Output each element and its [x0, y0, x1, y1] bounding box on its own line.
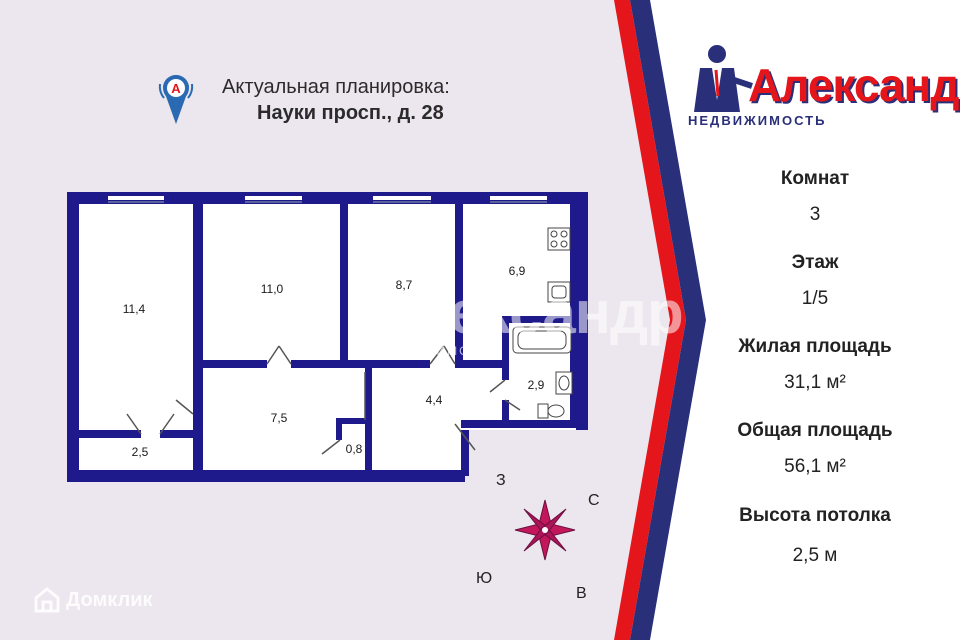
red-stripe: [614, 0, 686, 640]
info-living-area: Жилая площадь 31,1 м²: [690, 336, 940, 394]
info-ceiling-label: Высота потолка: [739, 505, 891, 526]
floor-plan: 11,4 11,0 8,7 6,9 2,9 4,4 7,5 0,8 2,5: [67, 192, 589, 482]
blue-stripe: [630, 0, 706, 640]
room-label-11-4: 11,4: [123, 302, 146, 316]
plan-address: Науки просп., д. 28: [257, 102, 444, 124]
info-ceiling-value: 2,5 м: [792, 545, 838, 566]
compass-north: С: [588, 492, 600, 509]
compass-east: В: [576, 585, 587, 602]
info-floor: Этаж 1/5: [690, 252, 940, 310]
room-label-0-8: 0,8: [346, 442, 363, 456]
compass-rose-icon: [514, 499, 576, 561]
info-living-value: 31,1 м²: [784, 372, 846, 393]
brand-logo-name: Александр: [748, 59, 960, 111]
room-label-11-0: 11,0: [261, 282, 284, 296]
domclick-house-icon: [34, 587, 60, 613]
room-label-2-5: 2,5: [132, 445, 149, 459]
info-total-label: Общая площадь: [737, 420, 893, 441]
domclick-brand: Домклик: [66, 588, 153, 611]
washbasin-icon: [555, 371, 573, 395]
interior-walls: [79, 204, 576, 470]
brand-logo-subtitle: НЕДВИЖИМОСТЬ: [688, 113, 827, 128]
logo-figure-icon: [694, 45, 753, 112]
info-floor-value: 1/5: [801, 288, 829, 309]
info-floor-label: Этаж: [791, 252, 839, 273]
doors: [126, 345, 521, 455]
domclick-watermark: Домклик: [34, 587, 153, 613]
plan-header-caption: Актуальная планировка:: [222, 76, 450, 98]
sink-icon: [547, 281, 571, 303]
compass-south: Ю: [476, 570, 493, 587]
bathtub-icon: [512, 326, 572, 354]
info-total-value: 56,1 м²: [784, 456, 846, 477]
room-label-6-9: 6,9: [509, 264, 526, 278]
room-label-2-9: 2,9: [528, 378, 545, 392]
location-pin-icon: A: [158, 75, 194, 124]
stove-icon: [547, 227, 571, 251]
compass-west: З: [496, 472, 506, 489]
room-label-4-4: 4,4: [426, 393, 443, 407]
room-label-8-7: 8,7: [396, 278, 413, 292]
toilet-icon: [537, 403, 565, 419]
info-rooms: Комнат 3: [690, 168, 940, 226]
svg-text:A: A: [171, 81, 181, 96]
info-ceiling-height: Высота потолка 2,5 м: [690, 505, 940, 567]
info-total-area: Общая площадь 56,1 м²: [690, 420, 940, 478]
info-rooms-value: 3: [809, 204, 821, 225]
info-living-label: Жилая площадь: [738, 336, 892, 357]
info-rooms-label: Комнат: [780, 168, 850, 189]
room-label-7-5: 7,5: [271, 411, 288, 425]
